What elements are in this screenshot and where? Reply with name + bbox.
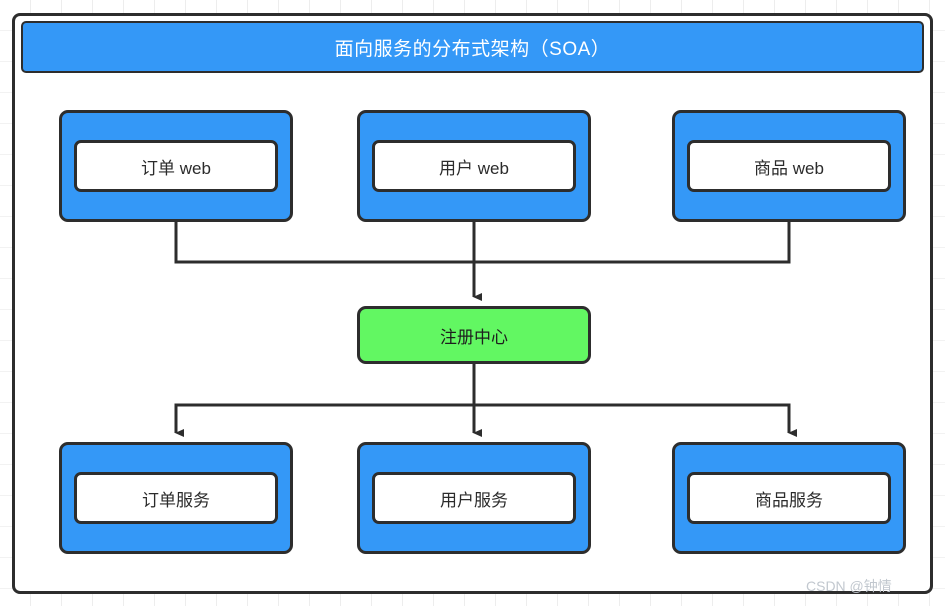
node-label: 订单服务 [142, 490, 210, 510]
watermark: CSDN @钟情 [806, 578, 892, 594]
node-inner-box: 商品服务 [687, 472, 891, 524]
page-title: 面向服务的分布式架构（SOA） [334, 38, 611, 60]
node-user-web[interactable]: 用户 web [357, 110, 591, 222]
node-inner-box: 订单服务 [74, 472, 278, 524]
node-label: 用户服务 [440, 490, 508, 510]
node-order-service[interactable]: 订单服务 [59, 442, 293, 554]
node-inner-box: 用户服务 [372, 472, 576, 524]
diagram-title-bar: 面向服务的分布式架构（SOA） [21, 21, 924, 73]
node-inner-box: 用户 web [372, 140, 576, 192]
node-inner-box: 订单 web [74, 140, 278, 192]
node-product-service[interactable]: 商品服务 [672, 442, 906, 554]
node-order-web[interactable]: 订单 web [59, 110, 293, 222]
node-registry-center[interactable]: 注册中心 [357, 306, 591, 364]
node-label: 商品 web [754, 158, 824, 178]
node-user-service[interactable]: 用户服务 [357, 442, 591, 554]
node-label: 注册中心 [440, 327, 508, 347]
node-label: 订单 web [141, 158, 211, 178]
node-product-web[interactable]: 商品 web [672, 110, 906, 222]
node-label: 用户 web [439, 158, 509, 178]
node-inner-box: 商品 web [687, 140, 891, 192]
node-label: 商品服务 [755, 490, 823, 510]
